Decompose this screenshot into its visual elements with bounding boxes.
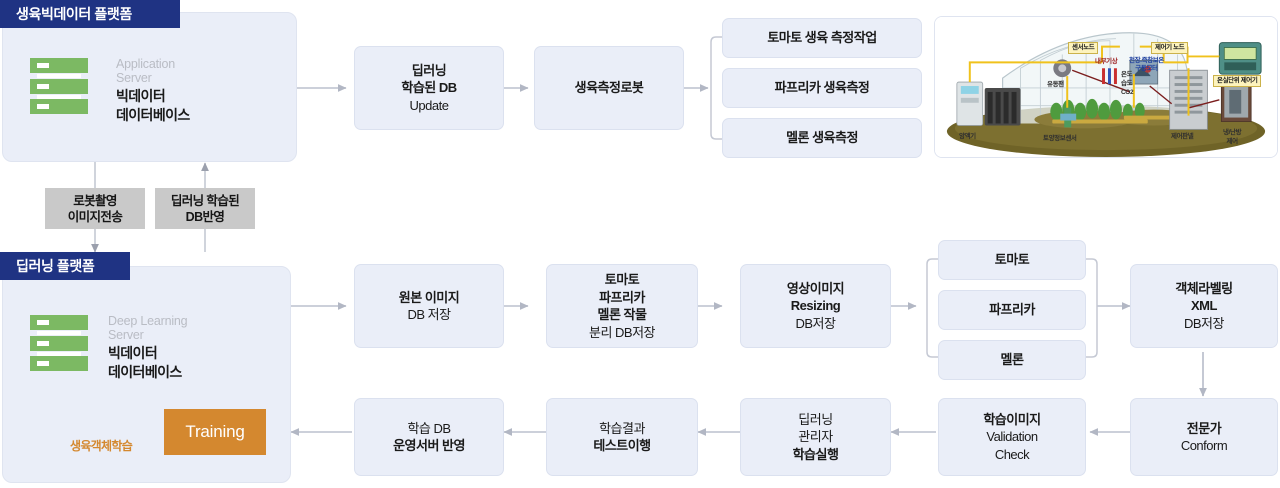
training-box-label: Training: [185, 422, 245, 441]
process-box-tomato-growth-measure-task-text: 토마토 생육 측정작업: [767, 30, 877, 46]
process-box-expert-conform-text: 전문가 Conform: [1180, 420, 1228, 454]
process-box-training-db-deploy-text: 학습 DB 운영서버 반영: [393, 420, 465, 454]
application-server-icon: [30, 58, 88, 114]
process-box-growth-measuring-robot-text: 생육측정로봇: [574, 80, 644, 96]
deep-learning-server-icon: [30, 315, 88, 371]
process-box-crop-melon[interactable]: 멜론: [938, 340, 1086, 380]
process-box-crop-split-db[interactable]: 토마토 파프리카 멜론 작물 분리 DB저장: [546, 264, 698, 348]
greenhouse-label-internal-weather: 내부기상: [1095, 58, 1118, 65]
deep-learning-server-name: 빅데이터 데이터베이스: [108, 345, 182, 380]
process-box-tomato-growth-measure-task[interactable]: 토마토 생육 측정작업: [722, 18, 922, 58]
panel-bigdata-platform-title: 생육빅데이터 플랫폼: [0, 0, 180, 28]
process-box-training-image-validation-text: 학습이미지 Validation Check: [983, 411, 1041, 462]
note-db-reflect: 딥러닝 학습된 DB반영: [155, 188, 255, 229]
panel-deeplearning-platform-title-text: 딥러닝 플랫폼: [16, 258, 95, 274]
process-box-deeplearning-db-update[interactable]: 딥러닝 학습된 DB Update: [354, 46, 504, 130]
process-box-paprika-growth-measure[interactable]: 파프리카 생육측정: [722, 68, 922, 108]
greenhouse-label-temperature: 온도: [1121, 71, 1133, 78]
training-box[interactable]: Training: [164, 409, 266, 455]
greenhouse-label-nutrient-supplier: 양액기: [959, 133, 976, 140]
process-box-image-resizing-db[interactable]: 영상이미지 Resizing DB저장: [740, 264, 891, 348]
application-server-role: Application Server: [116, 57, 175, 85]
process-box-expert-conform[interactable]: 전문가 Conform: [1130, 398, 1278, 476]
greenhouse-label-soil-sensor: 토양정보센서: [1043, 135, 1077, 142]
greenhouse-label-cooling-heating: 냉/난방 제어: [1223, 129, 1242, 145]
process-box-crop-split-db-text: 토마토 파프리카 멜론 작물 분리 DB저장: [588, 272, 656, 340]
greenhouse-illustration-svg: [935, 17, 1277, 157]
process-box-object-labeling-xml-text: 객체라벨링 XML DB저장: [1175, 280, 1233, 331]
process-box-crop-melon-text: 멜론: [1000, 352, 1024, 368]
process-box-result-test-text: 학습결과 테스트이행: [593, 420, 651, 454]
process-box-training-image-validation[interactable]: 학습이미지 Validation Check: [938, 398, 1086, 476]
greenhouse-label-humidity: 습도: [1121, 80, 1133, 87]
process-box-crop-tomato[interactable]: 토마토: [938, 240, 1086, 280]
note-robot-image-transfer: 로봇촬영 이미지전송: [45, 188, 145, 229]
process-box-crop-paprika-text: 파프리카: [989, 302, 1035, 318]
process-box-deeplearning-db-update-text: 딥러닝 학습된 DB Update: [401, 62, 457, 113]
process-box-admin-training-run-text: 딥러닝 관리자 학습실행: [792, 411, 839, 462]
note-robot-image-transfer-text: 로봇촬영 이미지전송: [67, 193, 123, 224]
greenhouse-illustration: 센서노드 제어기 노드 온실단위 제어기 내부기상 천장.즉창보온 구동모터 온…: [934, 16, 1278, 158]
process-box-paprika-growth-measure-text: 파프리카 생육측정: [774, 80, 870, 96]
panel-deeplearning-platform-title: 딥러닝 플랫폼: [0, 252, 130, 280]
process-box-crop-tomato-text: 토마토: [994, 252, 1030, 268]
greenhouse-label-circulation-fan: 유동팬: [1047, 81, 1064, 88]
process-box-training-db-deploy[interactable]: 학습 DB 운영서버 반영: [354, 398, 504, 476]
process-box-crop-paprika[interactable]: 파프리카: [938, 290, 1086, 330]
process-box-melon-growth-measure-text: 멜론 생육측정: [786, 130, 858, 146]
process-box-growth-measuring-robot[interactable]: 생육측정로봇: [534, 46, 684, 130]
note-db-reflect-text: 딥러닝 학습된 DB반영: [170, 193, 240, 224]
greenhouse-tag-controller-node: 제어기 노드: [1151, 42, 1189, 54]
training-loop-label: 생육객체학습: [70, 439, 133, 453]
greenhouse-label-control-panel: 제어판넬: [1171, 133, 1194, 140]
process-box-original-image-db[interactable]: 원본 이미지 DB 저장: [354, 264, 504, 348]
process-box-melon-growth-measure[interactable]: 멜론 생육측정: [722, 118, 922, 158]
process-box-object-labeling-xml[interactable]: 객체라벨링 XML DB저장: [1130, 264, 1278, 348]
deep-learning-server-role: Deep Learning Server: [108, 314, 188, 342]
process-box-result-test[interactable]: 학습결과 테스트이행: [546, 398, 698, 476]
process-box-original-image-db-text: 원본 이미지 DB 저장: [398, 289, 460, 323]
greenhouse-label-ceiling-motor: 천장.즉창보온 구동모터: [1129, 57, 1164, 72]
greenhouse-tag-greenhouse-unit-controller: 온실단위 제어기: [1213, 75, 1262, 87]
process-box-image-resizing-db-text: 영상이미지 Resizing DB저장: [786, 280, 845, 331]
application-server-name: 빅데이터 데이터베이스: [116, 88, 190, 123]
greenhouse-label-co2: CO2: [1121, 89, 1134, 96]
process-box-admin-training-run[interactable]: 딥러닝 관리자 학습실행: [740, 398, 891, 476]
greenhouse-tag-sensor-node: 센서노드: [1068, 42, 1099, 54]
panel-bigdata-platform-title-text: 생육빅데이터 플랫폼: [16, 6, 132, 22]
